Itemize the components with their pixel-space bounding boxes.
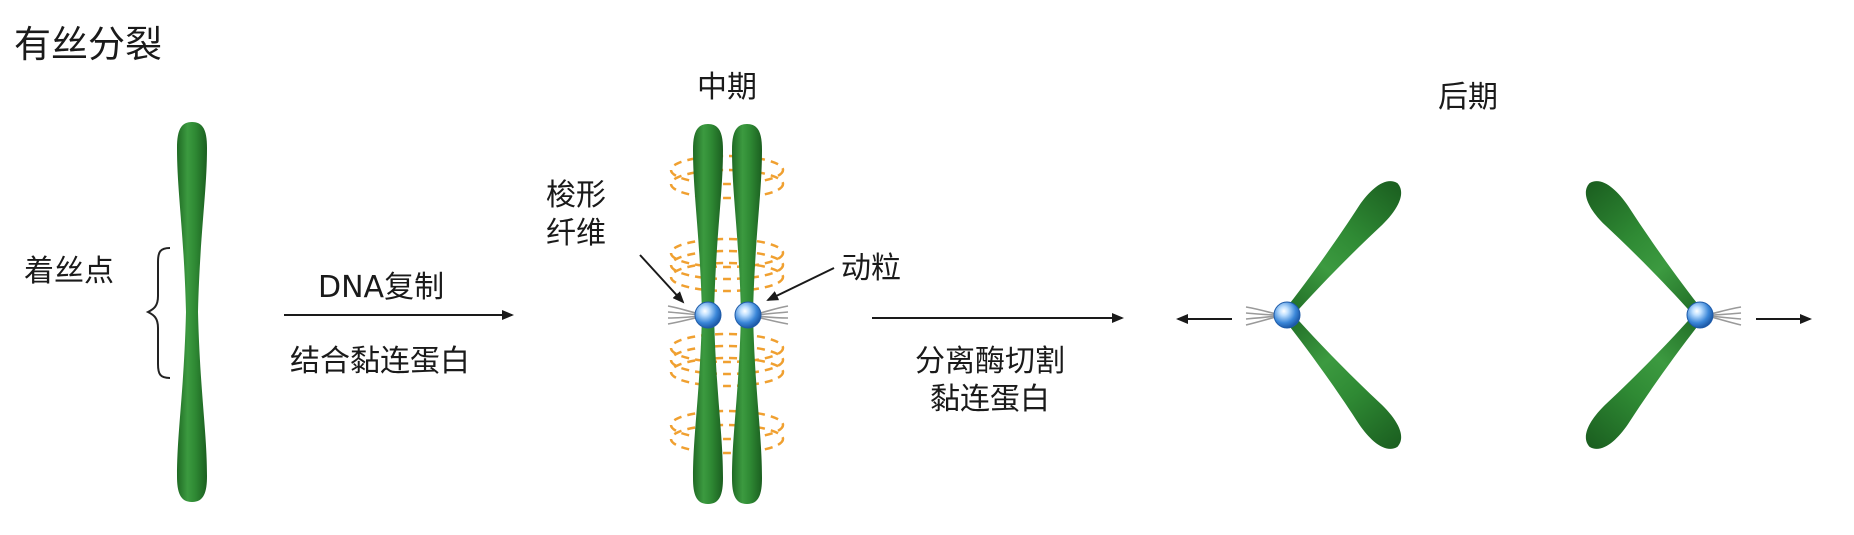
separase-label-2: 黏连蛋白	[930, 382, 1050, 417]
kinetochore-ball-left	[694, 301, 722, 329]
anaphase-chromatid-left	[1245, 173, 1410, 457]
diagram-title: 有丝分裂	[14, 23, 162, 66]
dna-replication-label: DNA复制	[318, 270, 445, 305]
cohesin-binding-label: 结合黏连蛋白	[290, 344, 470, 379]
centromere-label: 着丝点	[24, 254, 114, 289]
metaphase-chromosome	[667, 124, 789, 504]
anaphase-chromatid-right	[1577, 173, 1742, 457]
centromere-brace	[145, 247, 171, 379]
kinetochore-pointer	[766, 267, 835, 301]
spindle-fiber-label-2: 纤维	[546, 216, 606, 251]
spindle-pointer	[639, 254, 685, 304]
kinetochore-label: 动粒	[841, 251, 901, 286]
anaphase-label: 后期	[1438, 80, 1498, 115]
spindle-fiber-label-1: 梭形	[546, 178, 606, 213]
kinetochore-ball-right	[734, 301, 762, 329]
separase-label-1: 分离酶切割	[915, 344, 1065, 379]
metaphase-label: 中期	[697, 70, 757, 105]
single-chromosome	[177, 122, 207, 502]
